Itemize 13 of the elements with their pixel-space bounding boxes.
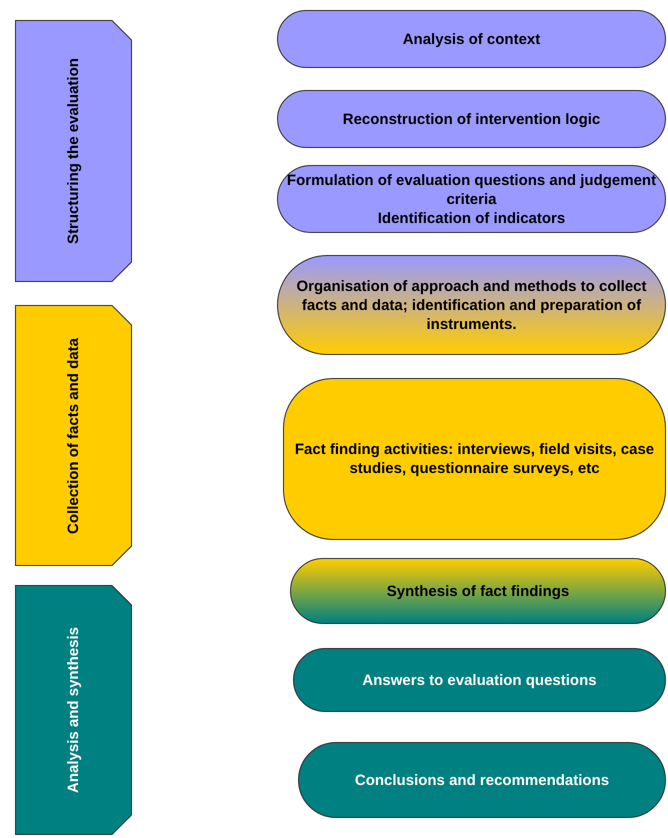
- phase-title: Analysis and synthesis: [64, 626, 82, 795]
- step-pill: [283, 378, 666, 540]
- step-text: Fact finding activities: interviews, field visits, case studies, questionnaire surveys, etc: [294, 440, 656, 478]
- step-text: Answers to evaluation questions: [362, 670, 597, 690]
- step-text: Analysis of context: [402, 30, 540, 48]
- step-text: Formulation of evaluation questions and judgement criteria: [286, 170, 658, 208]
- step-text: Organisation of approach and methods to collect facts and data; identification and preparation of instruments.: [295, 276, 648, 334]
- step-text: Conclusions and recommendations: [354, 770, 610, 790]
- phase-title: Collection of facts and data: [64, 336, 82, 536]
- phase-title: Structuring the evaluation: [64, 57, 82, 246]
- step-text: Reconstruction of intervention logic: [342, 110, 600, 128]
- step-text: Synthesis of fact findings: [386, 582, 570, 600]
- step-text: Identification of indicators: [378, 208, 566, 228]
